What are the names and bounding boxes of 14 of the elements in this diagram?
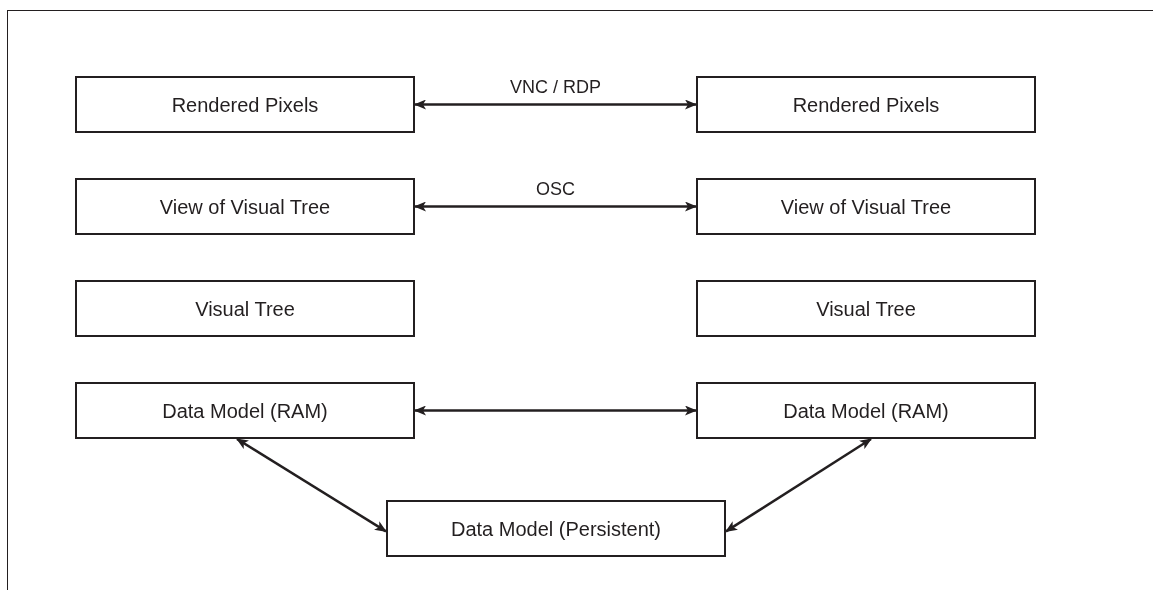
process-box: Data Model (RAM): [75, 382, 415, 439]
process-box: Rendered Pixels: [696, 76, 1036, 133]
double-arrow: [414, 201, 697, 212]
process-box: Visual Tree: [75, 280, 415, 337]
process-box: Data Model (Persistent): [386, 500, 726, 557]
process-box: Visual Tree: [696, 280, 1036, 337]
double-arrow: [236, 437, 387, 533]
process-box: View of Visual Tree: [75, 178, 415, 235]
process-box: Rendered Pixels: [75, 76, 415, 133]
double-arrow: [414, 99, 697, 110]
process-box: View of Visual Tree: [696, 178, 1036, 235]
double-arrow: [414, 405, 697, 416]
double-arrow: [725, 437, 872, 533]
process-box: Data Model (RAM): [696, 382, 1036, 439]
